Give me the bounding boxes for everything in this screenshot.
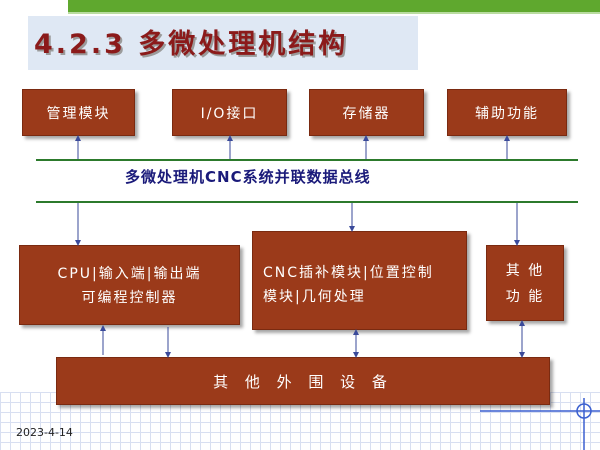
module-io-interface: I/O接口: [172, 89, 287, 136]
title-band: [28, 16, 418, 70]
module-auxiliary: 辅助功能: [447, 89, 567, 136]
slide-title: 4.2.3 多微处理机结构: [34, 29, 349, 60]
module-cpu-plc-line1: CPU|输入端|输出端: [57, 266, 202, 282]
module-other-functions-line2: 功 能: [505, 289, 545, 305]
module-other-functions: 其 他 功 能: [486, 245, 564, 321]
module-auxiliary-label: 辅助功能: [475, 105, 539, 122]
module-memory: 存储器: [309, 89, 424, 136]
bus-label: 多微处理机CNC系统并联数据总线: [125, 168, 371, 186]
bus-line-bottom: [36, 201, 578, 203]
module-management-label: 管理模块: [46, 105, 111, 122]
module-other-functions-line1: 其 他: [505, 263, 545, 279]
module-peripherals: 其 他 外 围 设 备: [56, 357, 550, 405]
module-management: 管理模块: [22, 89, 135, 136]
module-peripherals-label: 其 他 外 围 设 备: [213, 372, 393, 391]
module-cpu-plc: CPU|输入端|输出端 可编程控制器: [19, 245, 240, 325]
module-cnc-interpolation: CNC插补模块|位置控制 模块|几何处理: [252, 231, 467, 330]
module-cnc-interpolation-line1: CNC插补模块|位置控制: [263, 265, 434, 281]
slide-date: 2023-4-14: [16, 426, 73, 439]
module-cnc-interpolation-line2: 模块|几何处理: [263, 289, 366, 305]
header-accent-bar: [68, 0, 600, 14]
bus-line-top: [36, 159, 578, 161]
module-io-interface-label: I/O接口: [200, 105, 259, 122]
module-cpu-plc-line2: 可编程控制器: [81, 290, 178, 306]
module-memory-label: 存储器: [342, 105, 391, 122]
